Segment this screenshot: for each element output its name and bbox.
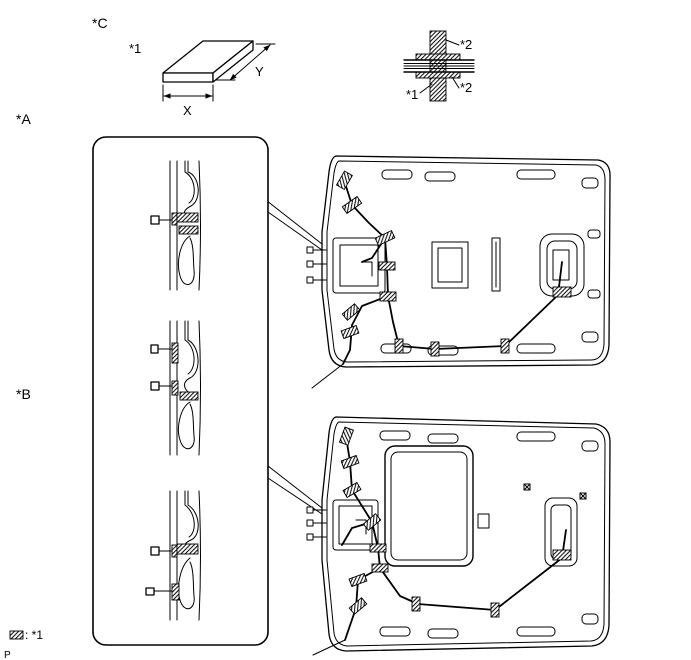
tape-location-marker (178, 225, 199, 235)
tape-location-marker (348, 572, 368, 588)
tape-location-marker (552, 286, 572, 298)
tape-location-marker (552, 549, 572, 561)
tape-location-marker (171, 212, 178, 226)
leader-lower-2 (451, 76, 460, 89)
tape-location-marker (340, 454, 360, 470)
headliner-outline (321, 416, 611, 652)
tape-location-marker (378, 261, 396, 271)
detail-frame (92, 136, 269, 646)
trim-recesses (379, 430, 599, 639)
connector-leads (306, 246, 327, 284)
tape-location-marker (490, 602, 500, 618)
tape-location-marker (341, 195, 363, 215)
connector-leads (306, 506, 327, 541)
wire-harness-exit (312, 639, 346, 656)
footer-code: P (4, 650, 11, 660)
tape-location-marker (342, 481, 362, 499)
tape-location-marker (341, 303, 361, 321)
headliner-inner-edge (326, 160, 606, 363)
sunroof-opening (384, 445, 474, 567)
tape-location-marker (171, 544, 178, 558)
tape-location-marker (369, 543, 387, 553)
dimension-y (215, 43, 276, 81)
tape-front-face (162, 72, 214, 83)
tape-location-marker (171, 583, 180, 601)
dimension-x (162, 84, 214, 102)
tape-item-label: *1 (129, 41, 141, 56)
tape-markers-upper (335, 170, 572, 357)
tape-piece-illustration (162, 40, 254, 83)
tape-location-marker (362, 513, 382, 531)
tape-location-marker (176, 212, 199, 223)
map-lamp-opening (332, 499, 379, 551)
tape-location-marker (371, 563, 389, 573)
cross-section-upper-label: *2 (460, 37, 472, 52)
tape-markers-lower (338, 426, 572, 618)
center-slot (491, 237, 501, 292)
connector-icon (150, 344, 159, 354)
legend: : *1 (9, 628, 43, 642)
tape-location-marker (374, 229, 396, 247)
callout-c: *C (92, 15, 108, 31)
headliner-view-upper (306, 155, 611, 389)
dimension-y-arrow (229, 44, 271, 81)
tape-location-marker (335, 170, 353, 191)
connector-icon (150, 215, 160, 225)
connector-icon (145, 587, 155, 596)
connector-icon (150, 381, 160, 391)
cross-section-lower-label: *2 (460, 80, 472, 95)
wire-harness-main (343, 179, 563, 350)
tape-layer-lower (415, 71, 461, 79)
tape-location-marker (171, 380, 179, 396)
detail-d-view (150, 160, 201, 291)
callout-b: *B (16, 386, 31, 402)
dimension-y-label: Y (255, 64, 264, 79)
tape-location-marker (348, 597, 368, 615)
tape-location-marker (171, 342, 179, 364)
tape-location-marker (394, 338, 404, 354)
wire-harness (177, 320, 199, 450)
clip-marks (477, 483, 587, 529)
hatched-tape-swatch-icon (9, 630, 24, 640)
callout-a: *A (16, 111, 31, 127)
connector-icon (150, 546, 160, 556)
legend-label: : *1 (25, 628, 43, 642)
tape-location-marker (430, 341, 440, 357)
leader-tape-1 (419, 83, 433, 94)
cross-section-tape-label: *1 (406, 87, 418, 102)
wire-harness-exit (311, 363, 344, 389)
tape-location-marker (176, 543, 199, 555)
leader-upper-2 (445, 39, 460, 46)
tape-location-marker (179, 391, 199, 401)
tape-location-marker (340, 324, 360, 340)
headliner-edge-strip (169, 160, 201, 291)
wire-bundle (403, 59, 475, 73)
tape-location-marker (500, 338, 510, 354)
detail-leader-lower (267, 465, 323, 515)
detail-e-view (150, 320, 201, 456)
tape-cross-section (403, 30, 475, 102)
dimension-x-label: X (183, 103, 192, 118)
tape-location-marker (379, 291, 397, 302)
headliner-view-lower (306, 416, 611, 656)
dome-lamp-opening (431, 241, 469, 289)
headliner-inner-edge (326, 421, 606, 647)
tape-location-marker (411, 596, 421, 612)
detail-f-view (145, 490, 201, 621)
detail-leader-upper (261, 196, 323, 251)
tape-location-marker (338, 426, 355, 446)
tape-layer-upper (415, 53, 461, 61)
